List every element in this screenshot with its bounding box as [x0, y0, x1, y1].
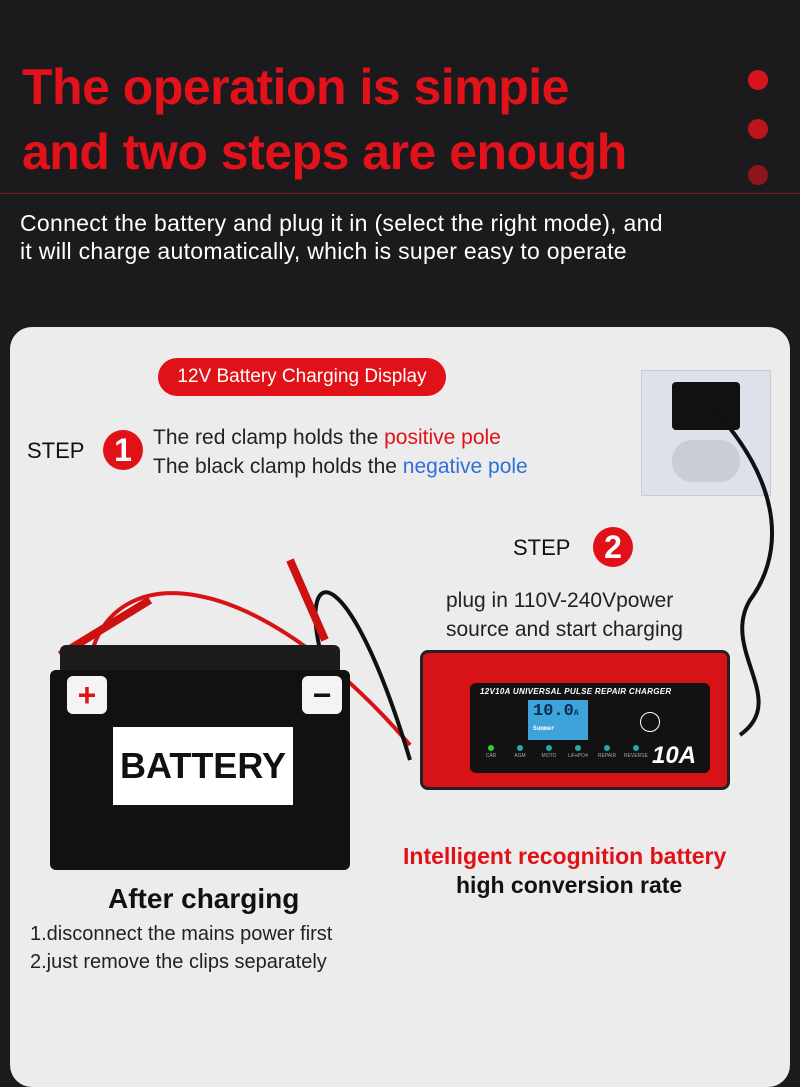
mode-lifepo4: LiFePO4 [565, 745, 591, 760]
lcd-value: 10.0 [533, 702, 574, 721]
after-step-1: 1.disconnect the mains power first [30, 923, 333, 945]
step1-line1: The red clamp holds the [153, 426, 385, 449]
divider [0, 193, 800, 194]
feature-line-1: Intelligent recognition battery [403, 843, 727, 869]
mode-button[interactable] [640, 712, 660, 732]
subtitle: Connect the battery and plug it in (sele… [20, 209, 663, 265]
decor-dot [748, 70, 768, 90]
positive-terminal: + [67, 676, 107, 714]
display-badge: 12V Battery Charging Display [158, 358, 446, 396]
step1-line2: The black clamp holds the [153, 455, 403, 478]
mode-agm: AGM [507, 745, 533, 760]
step1-number: 1 [103, 430, 143, 470]
mode-reverse: REVERSE [623, 745, 649, 760]
mode-car: CAR [478, 745, 504, 760]
charger-rating: 10A [652, 742, 697, 769]
step2-number: 2 [593, 527, 633, 567]
mode-repair: REPAIR [594, 745, 620, 760]
decor-dot [748, 165, 768, 185]
feature-line-2: high conversion rate [456, 872, 683, 898]
step1-text: The red clamp holds the positive pole Th… [153, 423, 528, 481]
after-step-2: 2.just remove the clips separately [30, 951, 327, 973]
subtitle-line-1: Connect the battery and plug it in (sele… [20, 210, 663, 236]
title-line-2: and two steps are enough [22, 124, 627, 180]
step2-text: plug in 110V-240Vpower source and start … [446, 586, 683, 644]
lcd-display: 10.0A Summer [528, 700, 588, 740]
charger-panel [470, 683, 710, 773]
battery-label: BATTERY [113, 727, 293, 805]
after-instructions: 1.disconnect the mains power first 2.jus… [30, 920, 332, 976]
lcd-unit: A [573, 709, 579, 718]
positive-pole: positive pole [384, 426, 501, 449]
lcd-mode: Summer [533, 725, 555, 732]
title-line-1: The operation is simpie [22, 59, 569, 115]
step1-label: STEP [27, 438, 85, 463]
socket-plugged [672, 382, 740, 430]
step2-line1: plug in 110V-240Vpower [446, 589, 674, 612]
mode-indicators: CAR AGM MOTO LiFePO4 REPAIR REVERSE [478, 745, 649, 760]
charger-title: 12V10A UNIVERSAL PULSE REPAIR CHARGER [480, 687, 672, 696]
negative-pole: negative pole [402, 455, 528, 478]
socket-empty [672, 440, 740, 482]
step2-line2: source and start charging [446, 618, 683, 641]
negative-terminal: − [302, 676, 342, 714]
subtitle-line-2: it will charge automatically, which is s… [20, 238, 627, 264]
step2-label: STEP [513, 535, 571, 560]
decor-dot [748, 119, 768, 139]
after-charging-title: After charging [108, 883, 300, 914]
mode-moto: MOTO [536, 745, 562, 760]
